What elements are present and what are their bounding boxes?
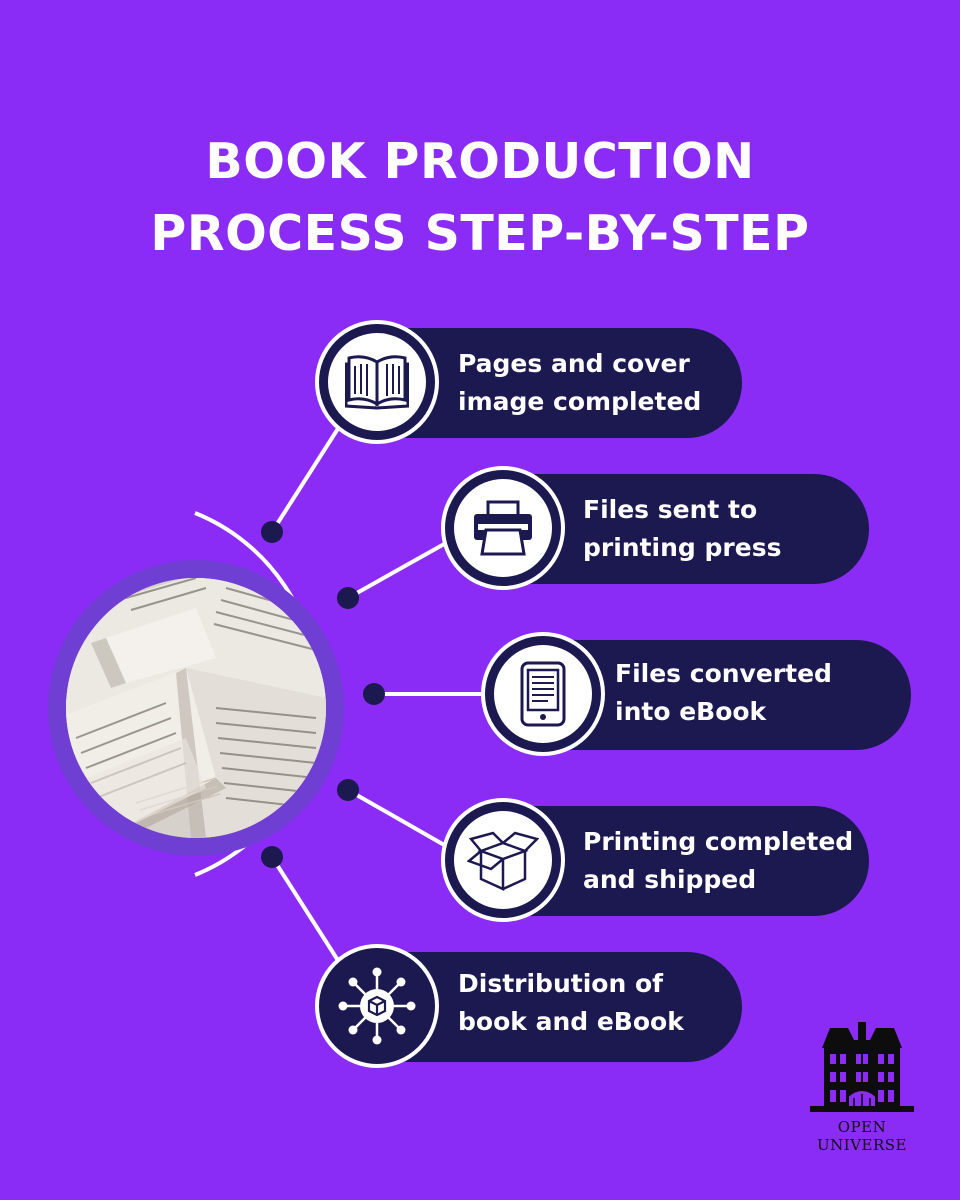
logo-wordmark: OPEN UNIVERSE	[802, 1118, 922, 1154]
step-2-label: Files sent to printing press	[583, 491, 781, 567]
open-book-icon	[345, 355, 409, 410]
open-books-photo	[66, 578, 326, 838]
connector-step-2	[347, 541, 447, 600]
printer-icon	[474, 500, 532, 556]
connector-step-5	[270, 855, 341, 964]
step-5-label: Distribution of book and eBook	[458, 965, 684, 1041]
step-1-label: Pages and cover image completed	[458, 345, 701, 421]
step-1-line-2: image completed	[458, 387, 702, 416]
connector-step-4	[347, 788, 447, 848]
step-2-line-2: printing press	[583, 533, 782, 562]
step-1-line-1: Pages and cover	[458, 349, 690, 378]
step-4-line-2: and shipped	[583, 865, 757, 894]
open-box-icon	[467, 831, 539, 891]
step-5-line-1: Distribution of	[458, 969, 663, 998]
page-title: BOOK PRODUCTION PROCESS STEP-BY-STEP	[0, 126, 960, 270]
step-4-label: Printing completed and shipped	[583, 823, 853, 899]
step-1-icon-badge	[315, 320, 439, 444]
connector-step-1	[270, 425, 341, 534]
open-universe-logo: OPEN UNIVERSE	[802, 1018, 922, 1168]
step-4-line-1: Printing completed	[583, 827, 854, 856]
node-step-2	[337, 587, 359, 609]
step-3-line-2: into eBook	[615, 697, 767, 726]
step-3-icon-badge	[481, 632, 605, 756]
step-5-line-2: book and eBook	[458, 1007, 684, 1036]
node-step-1	[261, 521, 283, 543]
node-step-4	[337, 779, 359, 801]
node-step-5	[261, 846, 283, 868]
node-step-3	[363, 683, 385, 705]
step-2-line-1: Files sent to	[583, 495, 758, 524]
photo-ring	[48, 560, 344, 856]
step-3-label: Files converted into eBook	[615, 655, 832, 731]
step-4-icon-badge	[441, 798, 565, 922]
logo-line-2: UNIVERSE	[817, 1136, 907, 1154]
title-line-1: BOOK PRODUCTION	[205, 133, 755, 190]
step-3-line-1: Files converted	[615, 659, 832, 688]
distribution-network-icon	[338, 967, 416, 1045]
ereader-icon	[520, 661, 566, 727]
mansion-logo-icon	[810, 1022, 914, 1112]
step-2-icon-badge	[441, 466, 565, 590]
title-line-2: PROCESS STEP-BY-STEP	[150, 205, 810, 262]
step-5-icon-badge	[315, 944, 439, 1068]
logo-line-1: OPEN	[837, 1118, 887, 1136]
